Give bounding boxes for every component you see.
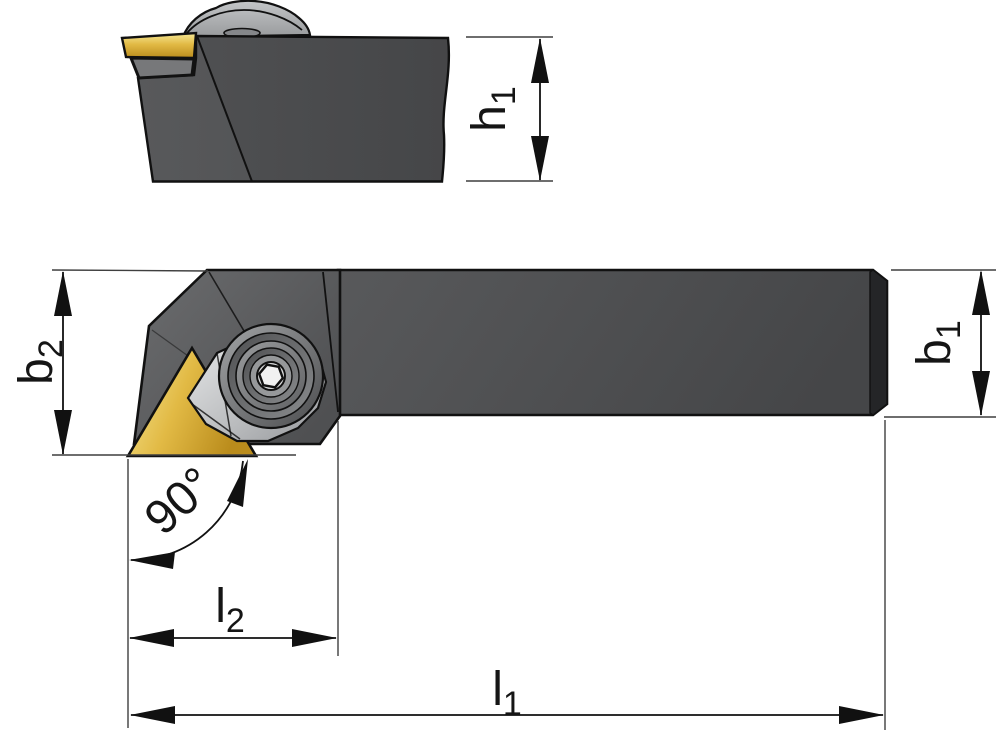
dimension-b1: b1	[884, 269, 996, 418]
dim-label-l1-base: l	[492, 663, 503, 716]
dim-label-h1: h1	[463, 86, 523, 132]
dim-label-h1-sub: 1	[485, 86, 523, 105]
dimension-h1: h1	[463, 36, 553, 182]
dim-label-l2: l2	[215, 580, 245, 640]
dimension-b2: b2	[10, 269, 296, 456]
clamp-side-facet-line	[186, 9, 303, 34]
arrowhead-up	[54, 271, 72, 316]
dim-label-l2-sub: 2	[226, 602, 245, 640]
angle-annotation: 90°	[129, 458, 248, 569]
dim-label-b1: b1	[908, 320, 968, 366]
hex-socket	[257, 363, 285, 389]
angle-label: 90°	[135, 458, 224, 546]
shank-body	[336, 268, 889, 417]
shank-end-chamfer	[869, 269, 888, 416]
arrowhead-left	[129, 552, 175, 569]
extension-line	[51, 269, 209, 272]
dim-label-h1-base: h	[463, 105, 516, 132]
arrowhead-left	[130, 706, 175, 724]
clamp-top	[186, 322, 328, 443]
dim-label-b1-sub: 1	[930, 320, 968, 339]
side-view: h1	[120, 0, 553, 183]
shank	[336, 268, 889, 417]
holder-body-facet-shade	[197, 36, 449, 182]
dim-label-l2-base: l	[215, 580, 226, 633]
insert-seat-side	[128, 56, 196, 80]
dim-label-l1: l1	[492, 663, 522, 723]
arrowhead-down	[531, 136, 549, 181]
dimension-l1: l1	[130, 420, 886, 730]
dim-label-b1-base: b	[908, 339, 961, 366]
dim-label-b2-base: b	[10, 358, 63, 385]
arrowhead-up-right	[227, 459, 248, 507]
dim-label-l1-sub: 1	[503, 685, 522, 723]
dim-label-b2: b2	[10, 339, 70, 385]
clamp-side	[181, 0, 312, 39]
holder-body-facet-line	[196, 35, 253, 182]
holder-body-side	[136, 34, 451, 183]
insert-side	[120, 31, 198, 60]
arrowhead-up	[972, 270, 990, 315]
head-facet-line	[208, 271, 248, 337]
dim-label-b2-sub: 2	[32, 339, 70, 358]
arrowhead-down	[54, 410, 72, 455]
clamp-facet-line	[191, 403, 241, 440]
arrowhead-left	[129, 629, 174, 647]
top-view: b2 b1 90° l2	[10, 268, 996, 730]
arrowhead-right	[292, 629, 337, 647]
arrowhead-down	[972, 371, 990, 416]
arrowhead-up	[531, 38, 549, 83]
head-shank-junction-facet	[322, 271, 339, 413]
arrowhead-right	[839, 706, 884, 724]
dimension-l2: l2	[127, 421, 339, 728]
